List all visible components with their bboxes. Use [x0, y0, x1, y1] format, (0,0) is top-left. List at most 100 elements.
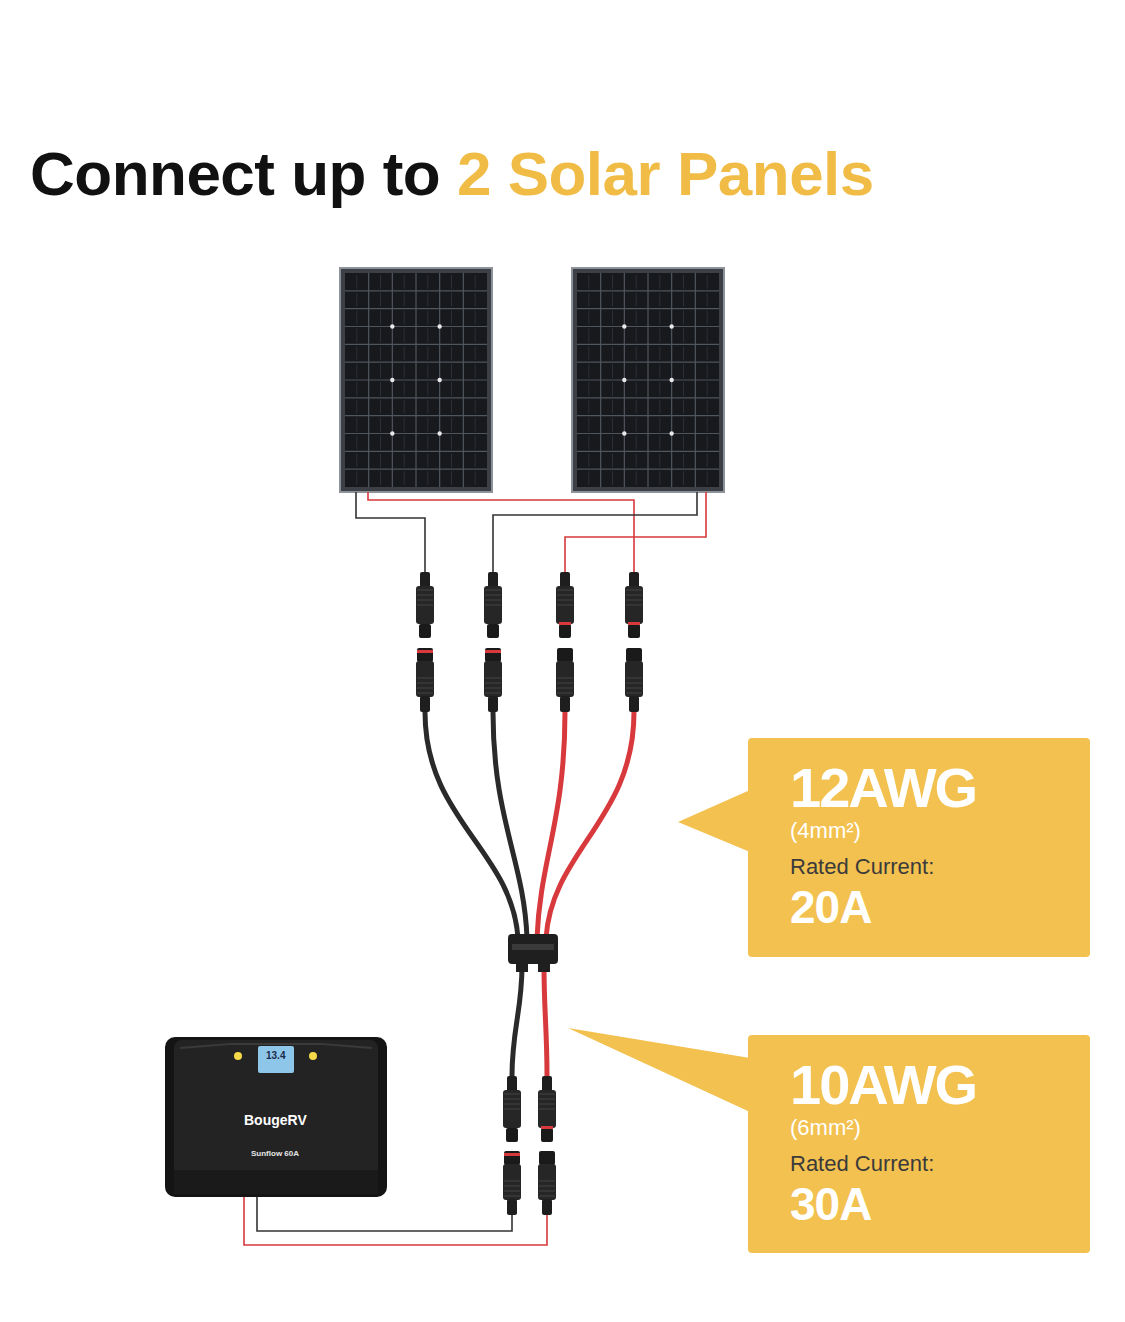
cell-busbar — [659, 382, 660, 396]
cell-busbar — [588, 329, 589, 343]
cell-busbar — [636, 382, 637, 396]
cell-busbar — [380, 400, 381, 414]
panel-dot — [390, 378, 394, 382]
cell-busbar — [475, 436, 476, 450]
cell-busbar — [380, 382, 381, 396]
lcd-screen — [258, 1046, 294, 1073]
cell-busbar — [404, 364, 405, 378]
cell-busbar — [683, 453, 684, 467]
cell-busbar — [636, 400, 637, 414]
cell-busbar — [707, 418, 708, 432]
cell-busbar — [683, 436, 684, 450]
cell-busbar — [588, 311, 589, 325]
cell-busbar — [612, 400, 613, 414]
cell-busbar — [356, 436, 357, 450]
cell-busbar — [683, 293, 684, 307]
callout-pointer — [678, 790, 750, 852]
panel-dot — [437, 324, 441, 328]
controller-wire-red — [244, 1196, 547, 1245]
cell-busbar — [475, 382, 476, 396]
panel-dot — [390, 324, 394, 328]
cell-busbar — [588, 346, 589, 360]
cell-gap — [345, 344, 487, 345]
panel-dot — [622, 378, 626, 382]
cable — [544, 966, 547, 1076]
cell-busbar — [356, 382, 357, 396]
cell-busbar — [659, 275, 660, 289]
cell-busbar — [404, 293, 405, 307]
cell-busbar — [356, 453, 357, 467]
mc4-connector — [503, 1151, 521, 1215]
cell-gap — [577, 308, 719, 309]
cell-gap — [577, 344, 719, 345]
cell-busbar — [612, 364, 613, 378]
branch-ridge — [512, 944, 554, 950]
cell-busbar — [612, 471, 613, 485]
cell-gap — [577, 469, 719, 470]
cell-busbar — [451, 436, 452, 450]
panel-wire-black — [493, 492, 697, 572]
cell-busbar — [356, 400, 357, 414]
cell-busbar — [475, 453, 476, 467]
cell-busbar — [356, 471, 357, 485]
callout-pointer — [568, 1028, 750, 1112]
rated-current: 20A — [790, 884, 871, 930]
panel-cells — [577, 273, 719, 487]
cell-busbar — [588, 293, 589, 307]
cell-busbar — [636, 311, 637, 325]
cell-busbar — [356, 293, 357, 307]
cell-busbar — [588, 471, 589, 485]
cell-busbar — [707, 329, 708, 343]
solar-panel — [572, 268, 724, 492]
mc4-connector — [625, 648, 643, 712]
panel-frame — [340, 268, 492, 492]
cell-busbar — [380, 329, 381, 343]
cell-busbar — [683, 382, 684, 396]
cell-busbar — [356, 346, 357, 360]
cell-busbar — [612, 382, 613, 396]
cell-busbar — [612, 329, 613, 343]
cell-gap — [577, 451, 719, 452]
cell-gap — [345, 397, 487, 398]
cell-gap — [577, 290, 719, 291]
cell-busbar — [659, 436, 660, 450]
mc4-connector — [484, 572, 502, 638]
cell-busbar — [475, 311, 476, 325]
cell-busbar — [427, 364, 428, 378]
cell-busbar — [707, 346, 708, 360]
lcd-reading: 13.4 — [266, 1051, 285, 1061]
cell-busbar — [475, 471, 476, 485]
cell-busbar — [683, 418, 684, 432]
brand-name: BougeRV — [244, 1113, 307, 1127]
cell-busbar — [451, 400, 452, 414]
cell-busbar — [404, 346, 405, 360]
cell-busbar — [356, 418, 357, 432]
wire-gauge: 10AWG — [790, 1057, 976, 1113]
mc4-connector — [625, 572, 643, 638]
cell-busbar — [404, 418, 405, 432]
status-led — [309, 1052, 317, 1060]
mc4-connector — [556, 572, 574, 638]
cell-busbar — [380, 364, 381, 378]
cell-busbar — [636, 436, 637, 450]
cell-gap — [577, 362, 719, 363]
cell-busbar — [707, 311, 708, 325]
cell-gap — [345, 451, 487, 452]
cell-gap — [345, 290, 487, 291]
cell-busbar — [659, 329, 660, 343]
panel-wire-red — [368, 492, 634, 572]
cable — [493, 712, 527, 938]
cell-busbar — [707, 471, 708, 485]
cell-busbar — [636, 471, 637, 485]
cell-busbar — [451, 382, 452, 396]
cell-busbar — [707, 453, 708, 467]
cell-busbar — [427, 436, 428, 450]
cell-busbar — [683, 311, 684, 325]
panel-wire-black — [356, 492, 425, 572]
mc4-connector — [484, 648, 502, 712]
cell-busbar — [380, 453, 381, 467]
cell-busbar — [451, 346, 452, 360]
wire-gauge: 12AWG — [790, 760, 976, 816]
cell-busbar — [427, 400, 428, 414]
cell-busbar — [475, 275, 476, 289]
